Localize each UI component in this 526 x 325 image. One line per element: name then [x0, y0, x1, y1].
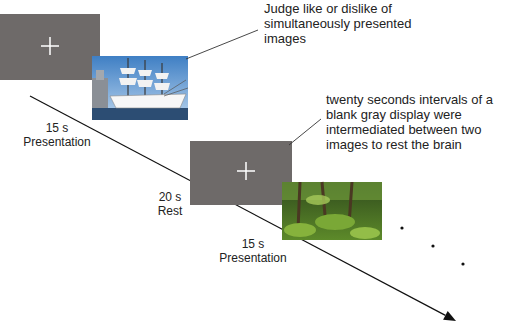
photo-water [92, 108, 188, 120]
ship-photo [92, 56, 188, 120]
photo-sails [119, 68, 170, 90]
photo-moss [306, 195, 330, 205]
continuation-dot [461, 262, 464, 265]
callout-text: twenty seconds intervals of a blank gray… [326, 93, 508, 153]
fixation-display [0, 14, 100, 80]
leader-line [186, 30, 258, 59]
time-label: 20 s Rest [148, 191, 192, 219]
photo-sky [92, 56, 188, 120]
fixation-display [190, 141, 292, 205]
photo-rigging [164, 80, 188, 96]
photo-moss [350, 227, 380, 239]
photo-building [96, 70, 104, 80]
callout-text: Judge like or dislike of simultaneously … [264, 2, 426, 47]
photo-hull [110, 94, 186, 108]
photo-ground [282, 182, 382, 240]
continuation-dot [431, 244, 434, 247]
gray-screen [190, 141, 292, 205]
photo-moss [315, 214, 355, 230]
forest-photo [282, 182, 382, 240]
leader-line [289, 119, 321, 145]
gray-screen [0, 14, 100, 80]
continuation-dot [400, 226, 403, 229]
time-label: 15 s Presentation [214, 238, 292, 266]
photo-moss [284, 223, 316, 237]
arrow-head [443, 311, 456, 321]
photo-building [92, 78, 108, 110]
time-label: 15 s Presentation [18, 122, 96, 150]
fixation-cross [237, 162, 255, 180]
photo-canopy [282, 182, 382, 200]
fixation-cross [41, 37, 59, 55]
